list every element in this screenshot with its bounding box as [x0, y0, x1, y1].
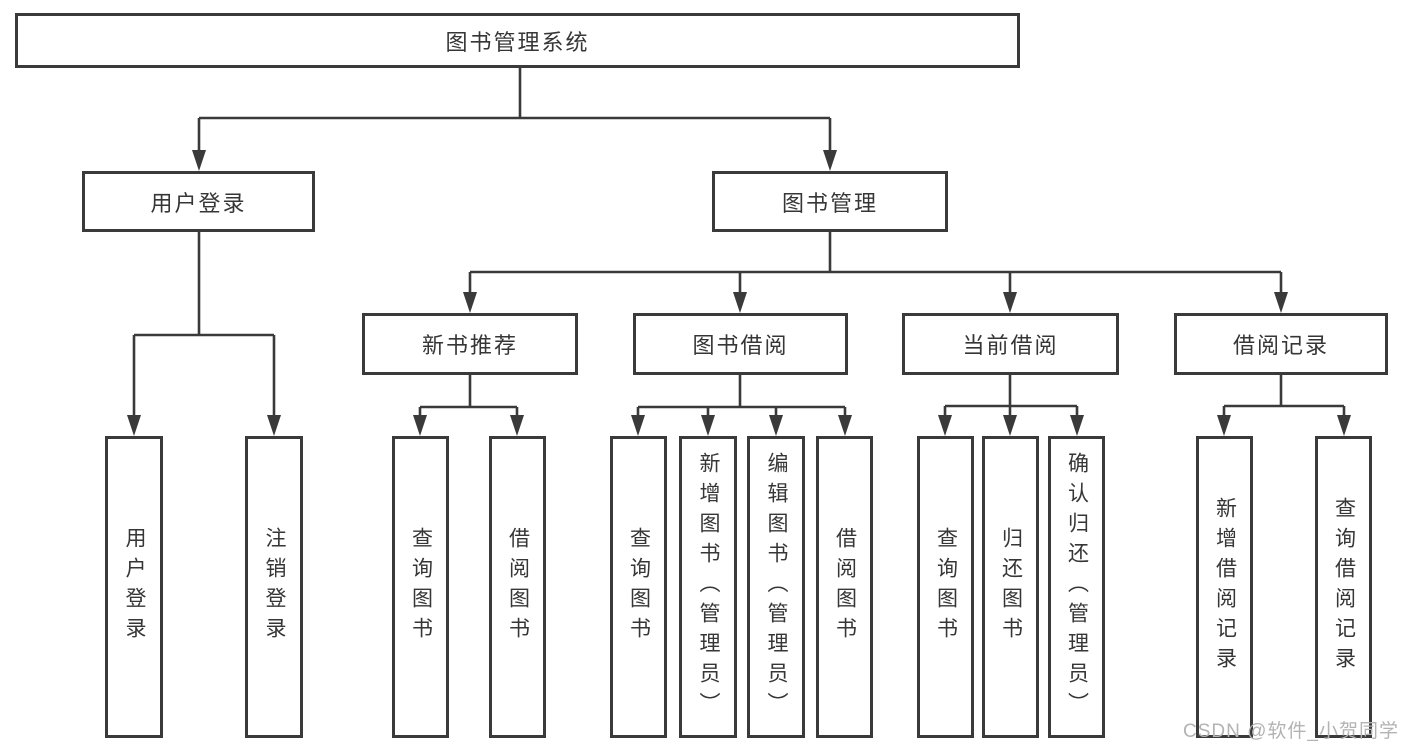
node-book-borrow: 图书借阅 — [633, 313, 848, 375]
node-label: 用户登录 — [123, 527, 147, 647]
leaf-query-book-recommend: 查询图书 — [392, 436, 449, 738]
node-label: 注销登录 — [263, 527, 287, 647]
leaf-borrow-book-recommend: 借阅图书 — [489, 436, 546, 738]
node-current-borrow: 当前借阅 — [902, 313, 1119, 375]
node-label: 查询图书 — [627, 527, 651, 647]
leaf-edit-book-admin: 编辑图书（管理员） — [747, 436, 805, 738]
node-label: 用户登录 — [150, 190, 247, 216]
connector-book-mgmt-to-sections — [463, 232, 1288, 313]
node-label: 借阅记录 — [1232, 333, 1329, 358]
node-borrow-record: 借阅记录 — [1174, 313, 1388, 375]
connector-user-login-to-children — [127, 232, 281, 436]
csdn-watermark: CSDN @软件_小贺同学 — [1183, 721, 1399, 742]
node-label: 查询图书 — [409, 527, 433, 647]
leaf-logout: 注销登录 — [245, 436, 303, 738]
node-label: 查询图书 — [934, 527, 958, 647]
leaf-borrow-book: 借阅图书 — [816, 436, 873, 738]
node-label: 图书借阅 — [692, 333, 789, 358]
node-book-management: 图书管理 — [712, 171, 948, 232]
node-label: 当前借阅 — [962, 333, 1059, 358]
connector-book-borrow-to-children — [631, 375, 852, 436]
leaf-confirm-return-admin: 确认归还（管理员） — [1048, 436, 1105, 738]
connector-borrow-record-to-children — [1217, 375, 1351, 436]
connector-current-borrow-to-children — [938, 375, 1084, 436]
node-label: 新书推荐 — [421, 333, 518, 358]
node-new-book-recommend: 新书推荐 — [362, 313, 578, 375]
node-label: 查询借阅记录 — [1332, 497, 1356, 677]
leaf-user-login: 用户登录 — [105, 436, 163, 738]
leaf-query-book-borrow: 查询图书 — [610, 436, 667, 738]
leaf-return-book: 归还图书 — [982, 436, 1039, 738]
leaf-query-borrow-record: 查询借阅记录 — [1315, 436, 1372, 738]
node-label: 新增图书（管理员） — [697, 452, 721, 722]
node-label: 借阅图书 — [833, 527, 857, 647]
node-label: 借阅图书 — [506, 527, 530, 647]
node-user-login: 用户登录 — [82, 171, 315, 232]
leaf-add-book-admin: 新增图书（管理员） — [679, 436, 737, 738]
leaf-query-book-current: 查询图书 — [917, 436, 974, 738]
node-label: 确认归还（管理员） — [1065, 452, 1089, 722]
node-label: 图书管理 — [781, 190, 878, 216]
node-label: 编辑图书（管理员） — [765, 452, 789, 722]
node-library-management-system: 图书管理系统 — [15, 13, 1020, 68]
node-label: 归还图书 — [999, 527, 1023, 647]
node-label: 新增借阅记录 — [1213, 497, 1237, 677]
leaf-add-borrow-record: 新增借阅记录 — [1196, 436, 1253, 738]
connector-root-to-level2 — [192, 68, 837, 171]
connector-new-book-recommend-to-children — [413, 375, 524, 436]
node-label: 图书管理系统 — [445, 29, 590, 55]
